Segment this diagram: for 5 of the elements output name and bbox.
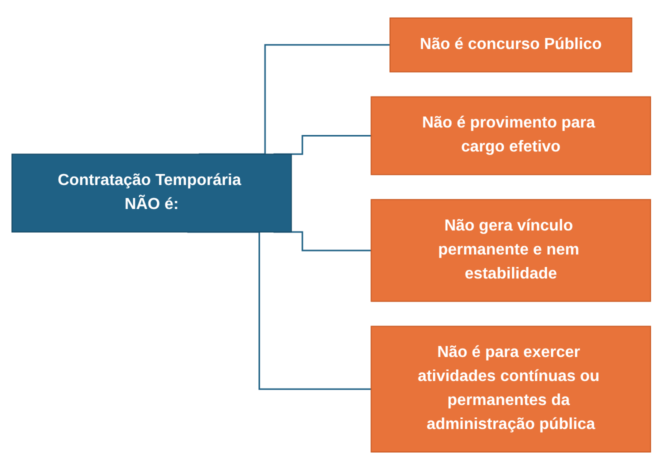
node-box: Não é provimento para cargo efetivo: [370, 96, 652, 176]
node-box: Não é para exercer atividades contínuas ou permanentes da administração pública: [370, 326, 652, 452]
node-box: Não gera vínculo permanente e nem estabilidade: [370, 199, 652, 302]
node-box: Não é concurso Público: [390, 17, 632, 72]
node-box: Contratação Temporária NÃO é:: [12, 154, 292, 232]
